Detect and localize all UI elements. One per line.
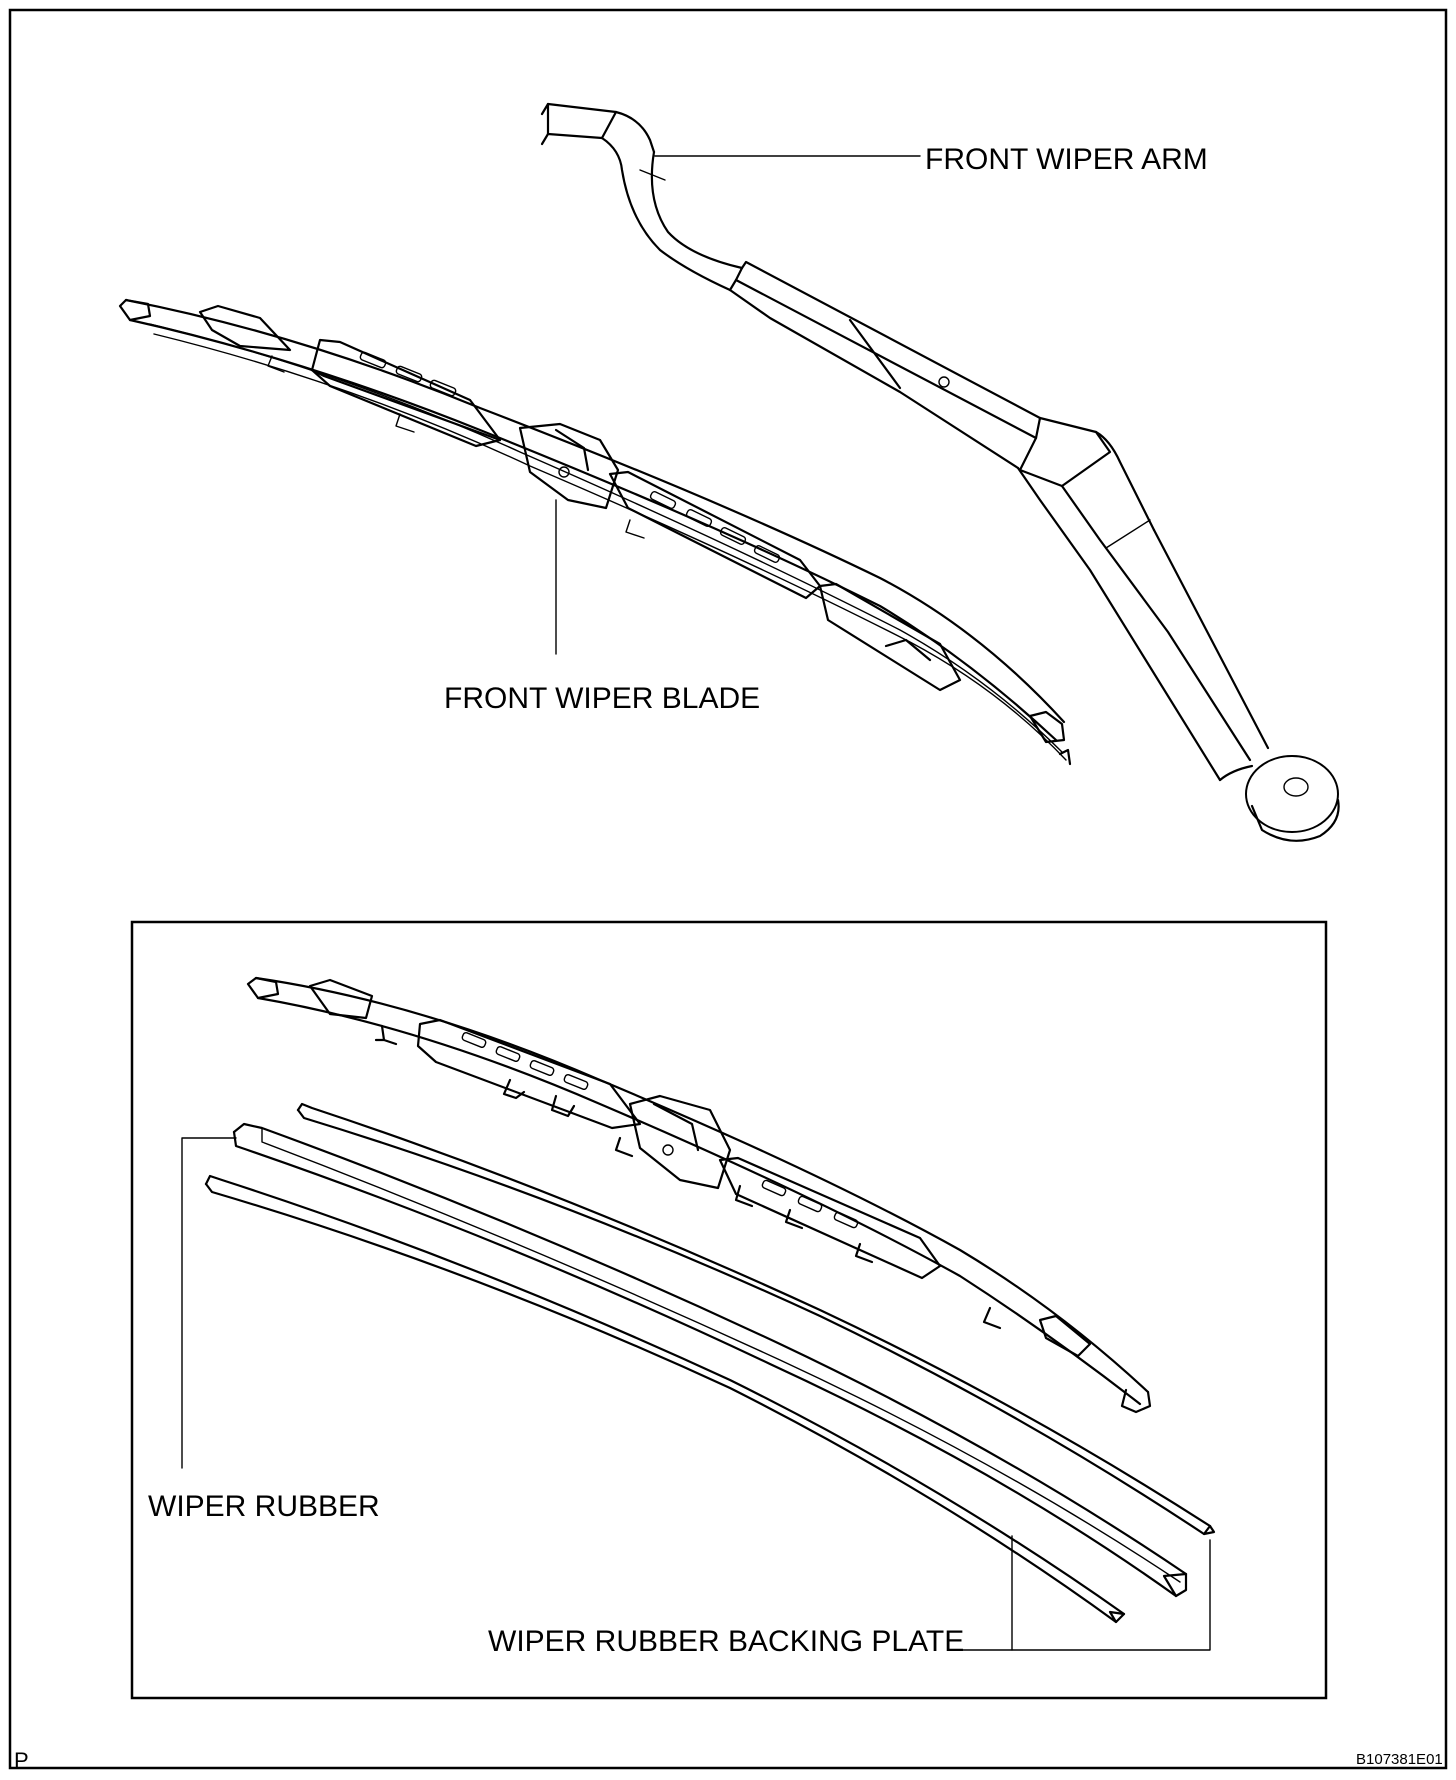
front-wiper-arm-drawing bbox=[540, 102, 1340, 842]
front-wiper-blade-drawing bbox=[118, 298, 1072, 766]
outer-frame bbox=[8, 8, 1448, 1770]
backing-plate-upper-drawing bbox=[296, 1102, 1216, 1536]
wiper-rubber-label: WIPER RUBBER bbox=[148, 1490, 380, 1523]
wiper-rubber-leader bbox=[181, 1137, 237, 1469]
inset-frame bbox=[130, 920, 1328, 1700]
backing-plate-leader-2 bbox=[1011, 1539, 1211, 1651]
blade-assembly-exploded-drawing bbox=[246, 976, 1152, 1414]
backing-plate-lower-drawing bbox=[204, 1174, 1126, 1624]
front-wiper-blade-label: FRONT WIPER BLADE bbox=[444, 682, 761, 715]
wiper-rubber-drawing bbox=[232, 1122, 1188, 1598]
figure-code: B107381E01 bbox=[1356, 1751, 1443, 1768]
front-wiper-arm-label: FRONT WIPER ARM bbox=[925, 143, 1208, 176]
wiper-rubber-backing-plate-label: WIPER RUBBER BACKING PLATE bbox=[488, 1625, 965, 1658]
corner-marker: P bbox=[14, 1748, 29, 1773]
